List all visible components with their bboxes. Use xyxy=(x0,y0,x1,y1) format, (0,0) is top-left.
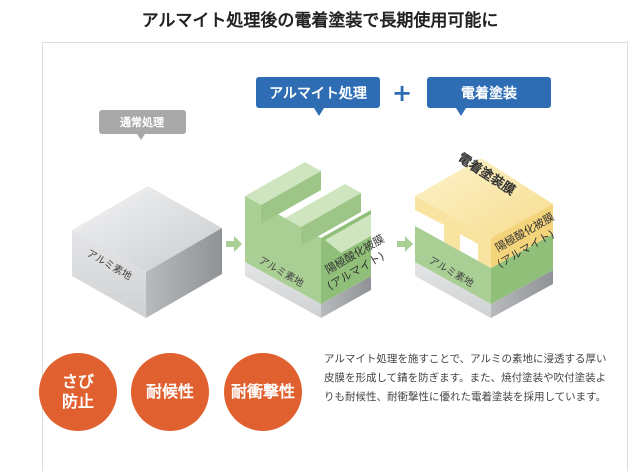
cube-electrodeposition: 電着塗装膜 陽極酸化被膜 (アルマイト) アルミ素地 xyxy=(415,150,557,318)
content-panel xyxy=(42,42,628,471)
arrow-icon xyxy=(226,236,242,252)
feature-impact-resistance: 耐衝撃性 xyxy=(224,353,302,431)
label-normal-treatment: 通常処理 xyxy=(99,110,186,140)
feature-rust-prevention: さび防止 xyxy=(39,353,117,431)
label-alumite-treatment: アルマイト処理 xyxy=(256,77,380,116)
label-alumite-text: アルマイト処理 xyxy=(269,85,367,102)
label-electro-text: 電着塗装 xyxy=(461,85,518,102)
label-electrodeposition: 電着塗装 xyxy=(427,77,551,116)
cube-aluminum-base: アルミ素地 xyxy=(72,186,222,318)
plus-icon: + xyxy=(392,79,412,107)
feature-1-line1: さび xyxy=(61,372,94,391)
page-title: アルマイト処理後の電着塗装で長期使用可能に xyxy=(141,11,499,31)
arrow-icon xyxy=(397,236,413,252)
description-text: アルマイト処理を施すことで、アルミの素地に浸透する厚い皮膜を形成して錆を防ぎます… xyxy=(324,353,607,403)
feature-3-label: 耐衝撃性 xyxy=(230,382,295,401)
cube-anodized: 陽極酸化被膜 (アルマイト) アルミ素地 xyxy=(245,162,387,318)
feature-2-label: 耐候性 xyxy=(145,382,194,401)
feature-1-line2: 防止 xyxy=(61,392,94,411)
feature-weather-resistance: 耐候性 xyxy=(131,353,209,431)
label-normal-text: 通常処理 xyxy=(120,115,164,129)
